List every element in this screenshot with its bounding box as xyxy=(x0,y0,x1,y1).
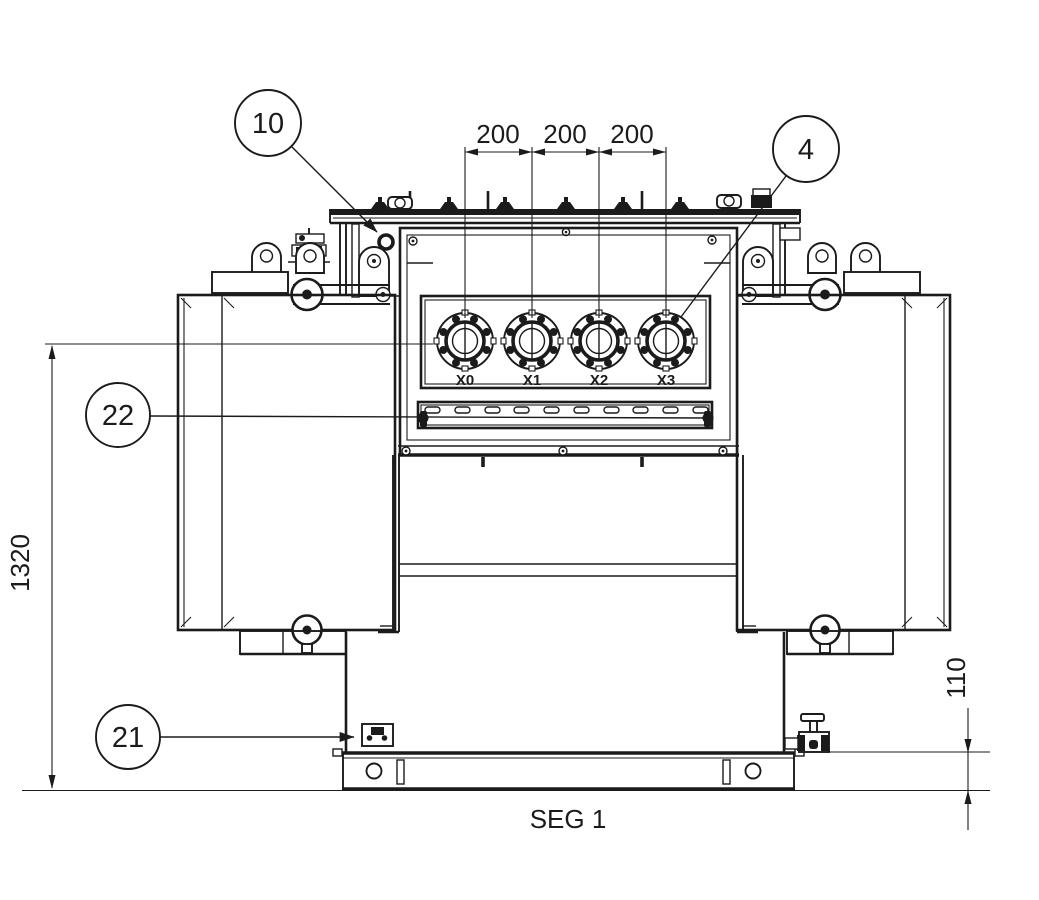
dim-200-2: 200 xyxy=(543,119,586,149)
view-caption: SEG 1 xyxy=(530,804,607,834)
grounding-terminal xyxy=(361,723,394,747)
balloon-21-label: 21 xyxy=(112,722,144,754)
right-radiator xyxy=(735,242,952,656)
balloon-4-label: 4 xyxy=(798,134,814,166)
radiator-lug-a xyxy=(850,242,881,274)
radiator-bottom-union xyxy=(786,614,894,656)
oil-plug-fitting xyxy=(751,188,772,208)
tank-lid xyxy=(329,188,801,225)
lv-cabinet: X0 X1 X2 xyxy=(398,226,739,467)
radiator-body xyxy=(176,293,397,632)
dim-200-3: 200 xyxy=(610,119,653,149)
dim-110: 110 xyxy=(941,657,971,698)
bushing-x0: X0 xyxy=(433,309,497,389)
balloon-10-label: 10 xyxy=(252,108,284,140)
tank-lug-right xyxy=(742,246,774,297)
cabinet-bottom xyxy=(398,445,739,467)
drain-valve xyxy=(784,713,830,753)
radiator-lug-a xyxy=(251,242,282,274)
radiator-lug-base xyxy=(843,271,921,294)
bushing-x2-label: X2 xyxy=(590,372,608,389)
terminal-strip xyxy=(416,400,714,430)
bushing-x1: X1 xyxy=(500,309,564,389)
skid-hole-left xyxy=(365,762,383,780)
radiator-lug-b xyxy=(807,242,837,274)
tank-lug-left xyxy=(358,246,390,297)
lid-lifting-lug-left xyxy=(387,196,413,210)
radiator-body xyxy=(735,293,952,632)
lid-clamps xyxy=(371,197,689,209)
radiator-bottom-union xyxy=(239,614,347,656)
cabinet-bolts xyxy=(408,227,717,246)
dimension-right-height: 110 xyxy=(806,657,990,830)
corner-hatches xyxy=(901,297,948,628)
left-radiator xyxy=(176,242,397,656)
radiator-lug-base xyxy=(211,271,289,294)
dim-1320: 1320 xyxy=(5,534,35,592)
radiator-lug-b xyxy=(295,242,325,274)
skid-slot-right xyxy=(722,759,731,785)
skid-slot-left xyxy=(396,759,405,785)
lid-lifting-lug-right xyxy=(716,194,742,209)
balloon-22: 22 xyxy=(85,382,714,448)
bushing-x2: X2 xyxy=(567,309,631,389)
bushing-x0-label: X0 xyxy=(456,372,474,389)
bushing-x3-label: X3 xyxy=(657,372,675,389)
dim-200-1: 200 xyxy=(476,119,519,149)
base-skid xyxy=(332,748,805,791)
balloon-22-label: 22 xyxy=(102,400,134,432)
corner-hatches xyxy=(180,297,235,628)
bushing-x1-label: X1 xyxy=(523,372,541,389)
balloon-21: 21 xyxy=(95,704,355,770)
skid-hole-right xyxy=(744,762,762,780)
lid-plug-target xyxy=(377,233,395,251)
dimension-left-height: 1320 xyxy=(5,343,990,792)
bushing-x3: X3 xyxy=(634,309,698,389)
dimension-top-spacing: 200 200 200 xyxy=(464,119,667,318)
balloon-4: 4 xyxy=(680,115,840,318)
tank-lower-section xyxy=(378,455,758,634)
bushing-plate xyxy=(419,294,712,390)
lid-top-plate xyxy=(330,209,800,215)
balloon-10: 10 xyxy=(234,89,378,233)
